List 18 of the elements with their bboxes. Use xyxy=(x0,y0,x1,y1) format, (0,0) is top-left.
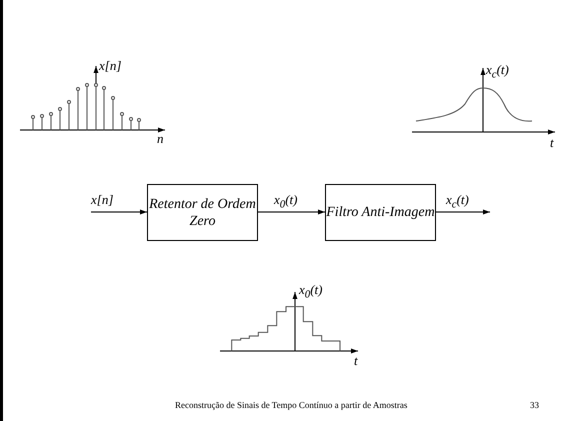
footer-text: Reconstrução de Sinais de Tempo Contínuo a partir de Amostras xyxy=(175,400,408,411)
axis-label: t xyxy=(550,135,554,150)
box-label: Filtro Anti-Imagem xyxy=(326,204,435,221)
edge-label: x[n] xyxy=(91,192,114,207)
axis-label: n xyxy=(157,131,164,146)
process-box xyxy=(325,184,436,241)
arrow xyxy=(90,210,148,214)
page-number: 33 xyxy=(530,400,539,411)
edge-label: x$_{0}$(t) xyxy=(274,192,298,213)
arrow xyxy=(436,210,490,214)
arrow xyxy=(258,210,326,214)
axis-label: t xyxy=(354,353,358,368)
box-label: Retentor de Ordem Zero xyxy=(148,196,257,230)
process-box xyxy=(147,184,258,241)
axis-label: x[n] xyxy=(99,58,122,73)
edge-label: x$_{c}$(t) xyxy=(446,192,469,213)
axis-label: x$_{c}$(t) xyxy=(486,62,509,83)
axis-label: x$_{0}$(t) xyxy=(299,282,322,303)
